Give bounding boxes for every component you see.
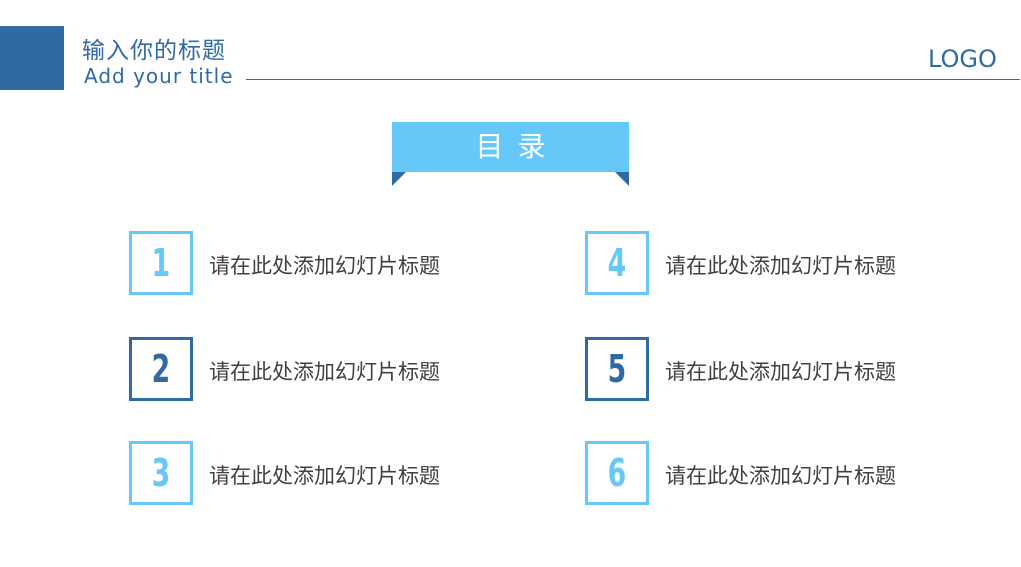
item-label: 请在此处添加幻灯片标题 bbox=[665, 464, 896, 488]
logo: LOGO bbox=[928, 45, 997, 73]
item-number-box: 4 bbox=[585, 231, 649, 295]
banner-fold-left bbox=[392, 172, 406, 186]
item-label: 请在此处添加幻灯片标题 bbox=[665, 254, 896, 278]
item-number-box: 1 bbox=[129, 231, 193, 295]
item-number: 1 bbox=[151, 241, 171, 285]
page-title-en: Add your title bbox=[84, 64, 234, 88]
item-label: 请在此处添加幻灯片标题 bbox=[209, 360, 440, 384]
item-label: 请在此处添加幻灯片标题 bbox=[209, 254, 440, 278]
page-title-cn: 输入你的标题 bbox=[82, 38, 226, 64]
item-number-box: 2 bbox=[129, 337, 193, 401]
item-label: 请在此处添加幻灯片标题 bbox=[209, 464, 440, 488]
item-number: 6 bbox=[607, 451, 627, 495]
toc-banner: 目录 bbox=[392, 122, 629, 172]
corner-accent-block bbox=[0, 26, 64, 90]
banner-fold-right bbox=[615, 172, 629, 186]
item-number: 4 bbox=[607, 241, 627, 285]
item-number-box: 6 bbox=[585, 441, 649, 505]
item-number: 2 bbox=[151, 347, 171, 391]
item-number-box: 3 bbox=[129, 441, 193, 505]
item-label: 请在此处添加幻灯片标题 bbox=[665, 360, 896, 384]
item-number: 3 bbox=[151, 451, 171, 495]
header-divider bbox=[246, 79, 1020, 80]
item-number-box: 5 bbox=[585, 337, 649, 401]
item-number: 5 bbox=[607, 347, 627, 391]
